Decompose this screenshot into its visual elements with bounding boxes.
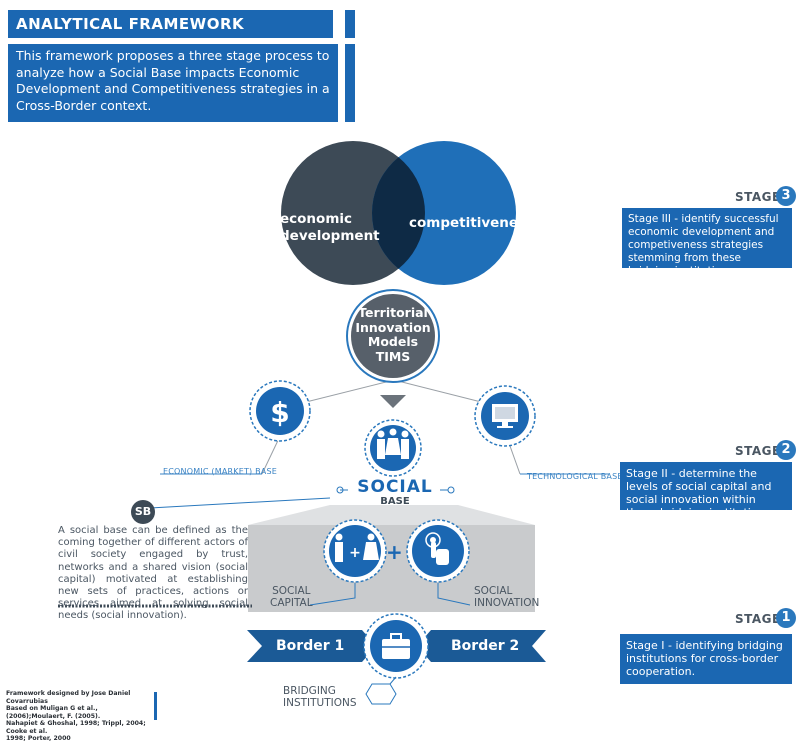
- competitiveness-label: competitiveness: [409, 215, 535, 231]
- touch-hand-icon: [406, 519, 470, 583]
- economic-base-label: ECONOMIC (MARKET) BASE: [163, 467, 278, 476]
- stage-2-number: 2: [776, 440, 796, 460]
- social-base-title: SOCIAL BASE: [357, 477, 433, 507]
- title-accent-bar: [345, 10, 355, 38]
- intro-text: This framework proposes a three stage pr…: [8, 44, 338, 122]
- sb-badge: SB: [134, 505, 152, 518]
- technological-base-label: TECHNOLOGICAL BASE: [527, 472, 623, 481]
- economic-label-line1: economic: [280, 211, 353, 227]
- sb-badge-icon: [131, 500, 155, 524]
- svg-text:$: $: [270, 396, 289, 429]
- bridging-institutions-label: BRIDGING INSTITUTIONS: [283, 685, 357, 709]
- dollar-icon: $: [249, 380, 311, 442]
- social-capital-label: SOCIAL CAPITAL: [270, 585, 313, 609]
- tims-circle: [351, 294, 435, 378]
- stage-3-description: Stage III - identify successful economic…: [622, 208, 792, 277]
- people-icon: [364, 419, 422, 477]
- stage-3-label: STAGE: [735, 190, 781, 204]
- social-base-definition: A social base can be defined as the comi…: [58, 525, 248, 622]
- intro-accent-bar: [345, 44, 355, 122]
- border-1-label: Border 1: [276, 638, 345, 654]
- monitor-icon: [474, 385, 536, 447]
- stage-1-label: STAGE: [735, 612, 781, 626]
- plus-sign: +: [386, 540, 403, 564]
- person-plus-person-icon: +: [323, 519, 387, 583]
- credits: Framework designed by Jose Daniel Covarr…: [6, 690, 146, 742]
- stage-3-number: 3: [776, 186, 796, 206]
- social-innovation-label: SOCIAL INNOVATION: [474, 585, 540, 609]
- border-1-arrow: [247, 630, 376, 662]
- down-arrow-icon: [380, 395, 406, 408]
- stage-1-description: Stage I - identifying bridging instituti…: [620, 634, 792, 684]
- briefcase-icon: [363, 613, 429, 679]
- page-title: ANALYTICAL FRAMEWORK: [8, 10, 333, 38]
- stage-2-label: STAGE: [735, 444, 781, 458]
- border-2-arrow: [417, 630, 546, 662]
- stage-1-number: 1: [776, 608, 796, 628]
- stage-2-description: Stage II - determine the levels of socia…: [620, 462, 792, 519]
- tims-label: Territorial Innovation Models TIMS: [355, 305, 431, 364]
- svg-text:+: +: [349, 545, 361, 561]
- venn-overlap: [372, 141, 425, 285]
- framework-diagram: $ +: [58, 141, 608, 720]
- border-2-label: Border 2: [451, 638, 520, 654]
- economic-label-line2: development: [280, 228, 380, 244]
